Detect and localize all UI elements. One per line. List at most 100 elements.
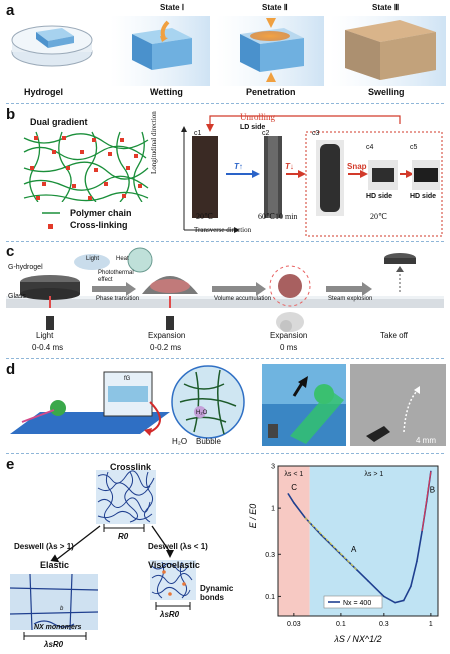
- unrolling-label: Unrolling: [240, 112, 275, 122]
- chart-y-tick-label-1: 1: [271, 506, 275, 513]
- polymer-network-diagram: [23, 131, 149, 202]
- chart-y-axis-label: E / E0: [248, 504, 258, 529]
- legend-polymer-chain: Polymer chain: [70, 208, 132, 218]
- chart-point-0-1: [293, 501, 295, 504]
- elastic-label: Elastic: [40, 560, 70, 570]
- ld-side-label: LD side: [240, 124, 266, 131]
- panel-b-photos: [181, 115, 443, 237]
- chart-annotation-1: A: [351, 545, 357, 554]
- c3-label: c3: [312, 130, 320, 137]
- state-3-label: State Ⅲ: [372, 3, 400, 12]
- time-3: 0 ms: [280, 343, 298, 352]
- time-1: 0-0.4 ms: [32, 343, 64, 352]
- petri-dish-icon: [11, 25, 93, 67]
- chart-x-axis-label: λS / NX^1/2: [333, 634, 381, 644]
- wetting-cube-icon: [132, 20, 192, 70]
- temp-20-label-1: 20℃: [196, 212, 213, 221]
- panel-e-letter: e: [6, 456, 15, 473]
- temp-60-label: 60℃10 min: [258, 212, 298, 221]
- fg-label: fG: [124, 376, 131, 382]
- h2o-small-label: H₂O: [196, 410, 208, 416]
- chart-point-0-7: [383, 595, 385, 598]
- chart-fit-a: [304, 517, 358, 571]
- expansion-dome-icon: [142, 276, 198, 294]
- panel-a-letter: a: [6, 2, 15, 19]
- chart-x-tick-label-0: 0.03: [287, 621, 301, 628]
- deswell-left-label: Deswell (λs > 1): [14, 542, 74, 551]
- step-swelling: Swelling: [368, 87, 405, 97]
- heat-label: Heat: [116, 256, 129, 262]
- chart-x-tick-label-2: 0.3: [379, 621, 389, 628]
- chart-point-0-6: [367, 580, 369, 582]
- chart-x-tick-label-1: 0.1: [336, 621, 346, 628]
- g-hydrogel-disc-icon: [20, 275, 80, 300]
- t-up-label: T↑: [234, 162, 243, 171]
- state-1-label: State Ⅰ: [160, 3, 185, 12]
- chart-annotation-0: C: [291, 483, 297, 492]
- glass-label: Glass: [8, 293, 26, 300]
- ls-r0-right-label: λsR0: [160, 610, 180, 619]
- c4-label: c4: [366, 144, 374, 151]
- water-label: H₂O: [172, 437, 188, 446]
- light-small-label: Light: [86, 256, 100, 262]
- c1-label: c1: [194, 130, 202, 137]
- crosslink-label: Crosslink: [110, 462, 152, 472]
- chart-point-0-0: [287, 493, 290, 495]
- swelling-cube-icon: [345, 20, 436, 80]
- axis-longitudinal-label: Longitudinal direction: [150, 111, 158, 174]
- divider-ab: [6, 103, 444, 104]
- ls-r0-left-label: λsR0: [44, 640, 64, 649]
- state-2-label: State Ⅱ: [262, 3, 288, 12]
- panel-c-illustration: [6, 247, 444, 332]
- divider-bc: [6, 241, 444, 242]
- chart-legend-label: Nx = 400: [343, 600, 371, 607]
- chart-x-tick-label-3: 1: [429, 621, 433, 628]
- chart-region-label-1: λs > 1: [364, 471, 383, 478]
- chart-region-label-0: λs < 1: [284, 471, 303, 478]
- chart-point-0-8: [394, 601, 396, 604]
- step-hydrogel: Hydrogel: [24, 87, 64, 97]
- deswell-right-label: Deswell (λs < 1): [148, 542, 208, 551]
- panel-b-letter: b: [6, 106, 16, 123]
- chart-fit-b: [421, 471, 432, 532]
- divider-cd: [6, 358, 444, 359]
- hd-side-label-2: HD side: [410, 193, 437, 200]
- steam-explosion-icon: [269, 265, 311, 332]
- time-2: 0-0.2 ms: [150, 343, 182, 352]
- chart-point-0-10: [410, 585, 412, 588]
- panel-d-illustration: [10, 364, 446, 446]
- phase-transition-label: Phase transition: [96, 296, 140, 302]
- bubble-label: Bubble: [196, 437, 221, 446]
- dual-gradient-title: Dual gradient: [30, 117, 88, 127]
- c2-label: c2: [262, 130, 270, 137]
- t-down-label: T↓: [285, 162, 294, 171]
- chart-point-0-9: [402, 599, 405, 602]
- panel-e-network-diagram: [9, 470, 196, 640]
- caption-take-off: Take off: [380, 331, 408, 340]
- chart-point-0-11: [416, 560, 418, 563]
- photothermal-inset-icon: [74, 247, 153, 273]
- dynamic-bonds-label: Dynamic bonds: [200, 584, 234, 602]
- caption-light: Light: [36, 331, 54, 340]
- divider-de: [6, 453, 444, 454]
- chart-point-0-3: [320, 533, 322, 536]
- temp-20-label-2: 20℃: [370, 212, 387, 221]
- chart-y-tick-label-0: 3: [271, 464, 275, 471]
- chart-y-tick-label-3: 0.1: [265, 594, 275, 601]
- panel-a-illustration: [11, 16, 446, 86]
- chart-legend-box: [323, 595, 383, 609]
- b-segment-label: b: [60, 606, 64, 612]
- scale-bar-label: 4 mm: [416, 436, 436, 445]
- panel-c-letter: c: [6, 243, 15, 260]
- r0-label: R0: [118, 532, 129, 541]
- chart-y-tick-label-2: 0.3: [265, 552, 275, 559]
- hd-side-label-1: HD side: [366, 193, 393, 200]
- volume-accumulation-label: Volume accumulation: [214, 296, 272, 302]
- chart-frame: [277, 465, 439, 617]
- caption-expansion-1: Expansion: [148, 331, 186, 340]
- penetration-cube-icon: [240, 18, 304, 82]
- chart-region-0: [278, 466, 310, 616]
- chart-region-1: [309, 466, 438, 616]
- axis-transverse-label: Transverse direction: [194, 226, 252, 234]
